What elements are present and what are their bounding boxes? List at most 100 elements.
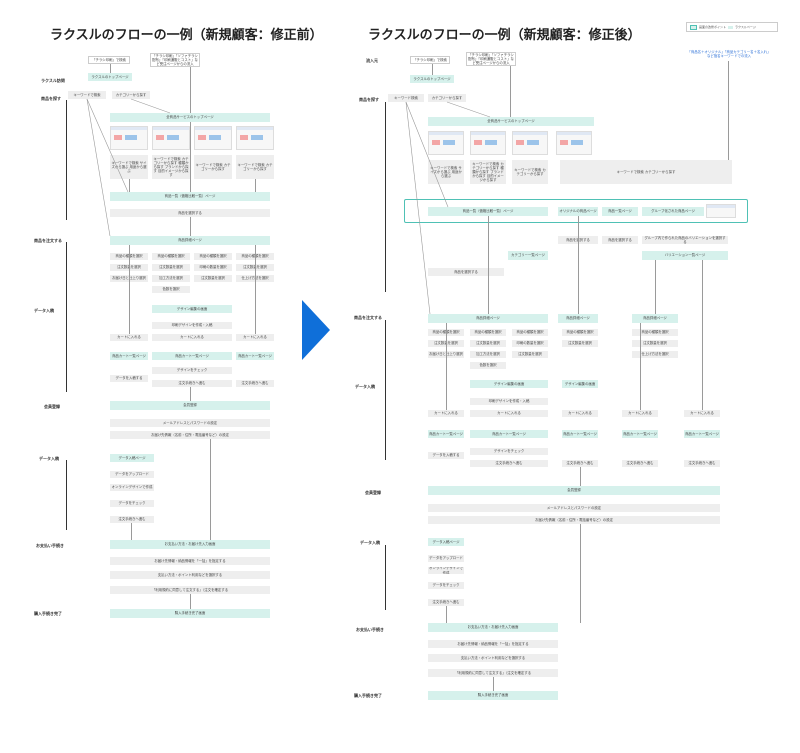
left-node-online: オンラインデザインで作成	[110, 484, 154, 491]
right-node-keyword: キーワード検索	[388, 94, 424, 102]
connector	[110, 64, 111, 73]
left-node-upload-page: データ入稿ページ	[110, 454, 154, 462]
right-node-ad: 「チラシ印刷」「ソファチラシ配布」「印刷通販とコスト」など受注ページからの流入	[466, 52, 516, 66]
right-node-member: 会員登録	[428, 486, 720, 495]
right-screenshot-thumb	[556, 131, 592, 155]
right-node-category: カテゴリーから探す	[428, 94, 466, 102]
left-node-p1: お届け先情報・納品情報を「一括」を指定する	[110, 557, 270, 565]
right-stage-done: 購入手続き完了	[354, 693, 382, 698]
right-node-data-in: データを入稿する	[428, 452, 464, 459]
connector	[190, 217, 191, 236]
left-node-c2-1: 注文数量を選択	[152, 264, 190, 271]
left-node-cartpage2: 商品カート一覧ページ	[152, 352, 232, 360]
right-node-cartpage1: 商品カート一覧ページ	[428, 430, 464, 438]
right-node-check: データをチェック	[428, 582, 464, 589]
left-node-confirm2: 注文手続きへ進む	[236, 380, 274, 387]
right-node-sub3: キーワードで検索 カテゴリーから探す	[512, 160, 548, 184]
connector	[655, 260, 656, 314]
left-stage-find: 商品を探す	[41, 96, 61, 101]
right-stage-member: 会員登録	[365, 490, 381, 495]
left-node-cart3: カートに入れる	[236, 334, 274, 341]
right-node-select1: 商品を選択する	[428, 268, 504, 276]
connector	[190, 122, 191, 192]
connector	[190, 594, 191, 609]
connector	[190, 387, 191, 401]
left-node-proceed: 注文手続きへ進む	[110, 516, 154, 523]
right-node-online: オンラインデザインで作成	[428, 567, 464, 574]
right-node-search: 「チラシ印刷」で検索	[410, 56, 450, 64]
right-node-confirm4: 注文手続きへ進む	[684, 460, 720, 467]
connector	[190, 67, 191, 113]
left-stage-visit: ラクスル訪問	[41, 78, 65, 83]
right-note-keyword: 「商品名＋オリジナル」「商品カテゴリー名＋名入れ」など指名キーワードでの流入	[687, 49, 771, 58]
left-node-cart2: カートに入れる	[152, 334, 232, 341]
legend-swatch-highlight	[690, 24, 697, 30]
left-node-cart1: カートに入れる	[110, 334, 148, 341]
connector	[580, 467, 581, 486]
right-node-design-check: デザインをチェック	[470, 448, 548, 455]
left-node-done: 購入手続き完了画面	[110, 609, 270, 618]
right-node-p3: 「利用規約に同意して注文する」（注文を確定する	[428, 669, 558, 677]
left-node-p3: 「利用規約に同意して注文する」（注文を確定する	[110, 586, 270, 594]
left-stage-bar	[66, 100, 68, 220]
connector	[129, 245, 130, 334]
left-diagram-title: ラクスルのフローの一例（新規顧客：修正前）	[50, 28, 323, 43]
right-node-c5-1: 注文数量を選択	[632, 340, 678, 347]
right-node-c4-1: 注文数量を選択	[562, 340, 598, 347]
right-node-design-page2: デザイン編集の画面	[562, 380, 598, 388]
right-node-detail2: 商品詳細ページ	[558, 314, 598, 323]
right-node-design-page: デザイン編集の画面	[470, 380, 548, 388]
right-node-cartpage3: 商品カート一覧ページ	[562, 430, 598, 438]
right-stage-data2: データ入稿	[360, 540, 380, 545]
left-node-c3-2: 注文数量を選択	[194, 275, 232, 282]
right-node-cart2: カートに入れる	[470, 410, 548, 417]
connector	[728, 61, 729, 160]
right-node-c3-0: 商品の種類を選択	[512, 329, 548, 336]
right-node-c3-1: 印刷の数量を選択	[512, 340, 548, 347]
connector	[446, 606, 447, 623]
legend-swatch-page	[728, 25, 734, 29]
left-node-cat-top: 全商品サービスのトップページ	[110, 113, 270, 122]
right-stage-find: 商品を探す	[359, 97, 379, 102]
connector	[640, 323, 641, 410]
right-node-upload-page: データ入稿ページ	[428, 538, 464, 546]
left-node-confirm1: 注文手続きへ進む	[152, 380, 232, 387]
right-screenshot-thumb	[706, 204, 736, 218]
right-screenshot-thumb	[428, 131, 464, 155]
right-stage-bar	[385, 545, 387, 610]
left-screenshot-thumb	[236, 126, 274, 150]
right-node-list2: オリジナルの商品ページ	[558, 207, 598, 216]
left-node-cartpage3: 商品カート一覧ページ	[236, 352, 274, 360]
right-node-list3: 商品一覧ページ	[602, 207, 638, 216]
right-stage-bar	[385, 320, 387, 460]
right-node-info: お届け先情報（名前・住所・電話番号など）の設定	[428, 516, 720, 524]
left-node-keyword: キーワードで検索	[68, 91, 106, 99]
connector	[130, 98, 171, 114]
right-node-cartpage5: 商品カート一覧ページ	[684, 430, 720, 438]
right-node-p1: お届け先情報・納品情報を「一括」を指定する	[428, 640, 558, 648]
right-node-list1: 商品一覧（価格比較一覧）ページ	[428, 207, 548, 216]
left-node-check: データをチェック	[110, 500, 154, 507]
connector	[210, 439, 211, 540]
right-node-variation: バリエーション一覧ページ	[642, 251, 728, 260]
left-node-info: お届け先情報（名前・住所・電話番号など）の設定	[110, 431, 270, 439]
right-node-cartpage2: 商品カート一覧ページ	[470, 430, 548, 438]
connector	[446, 323, 447, 410]
right-node-confirm2: 注文手続きへ進む	[562, 460, 598, 467]
right-node-cart5: カートに入れる	[684, 410, 720, 417]
right-node-category-list: カテゴリー一覧ページ	[508, 251, 548, 260]
connector	[493, 677, 494, 691]
left-node-cartpage1: 商品カート一覧ページ	[110, 352, 148, 360]
right-node-cart1: カートに入れる	[428, 410, 464, 417]
right-stage-bar	[385, 102, 387, 292]
connector	[510, 66, 511, 117]
connector	[432, 64, 433, 75]
right-node-c2-1: 注文数量を選択	[470, 340, 506, 347]
right-node-cat-top: 全商品サービスのトップページ	[428, 117, 594, 126]
left-node-list: 商品一覧（価格比較一覧）ページ	[110, 192, 270, 201]
right-highlight-frame	[404, 199, 748, 223]
left-node-sub2: キーワードで検索 カテゴリーから探す 種類から探す ブランドから探す 目的イメー…	[152, 155, 190, 179]
left-node-detail: 商品詳細ページ	[110, 236, 270, 245]
left-stage-member: 会員登録	[44, 404, 60, 409]
left-stage-data2: データ入稿	[39, 456, 59, 461]
